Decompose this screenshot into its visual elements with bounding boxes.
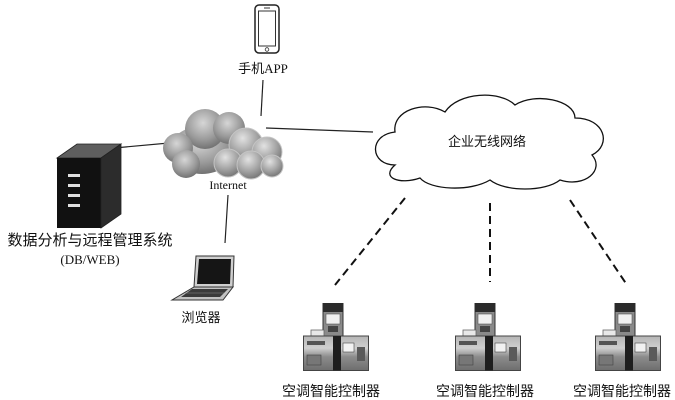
- controller-label: 空调智能控制器: [436, 384, 534, 400]
- enterprise-network-cloud-icon: [374, 94, 604, 190]
- controller-label: 空调智能控制器: [573, 384, 671, 400]
- internet-cloud-icon: [163, 109, 284, 180]
- wireless-link-controller-1: [334, 197, 406, 286]
- link-phone-internet: [260, 79, 264, 117]
- controller-icon: [595, 303, 661, 371]
- wireless-link-controller-3: [569, 199, 628, 286]
- enterprise-network-label: 企业无线网络: [448, 134, 526, 149]
- laptop-icon: [170, 255, 235, 301]
- controller-icon: [303, 303, 369, 371]
- browser-label: 浏览器: [181, 310, 220, 325]
- server-label: 数据分析与远程管理系统: [7, 232, 172, 249]
- controller-icon: [455, 303, 521, 371]
- smartphone-icon: [254, 4, 280, 54]
- link-internet-enterprise: [265, 127, 374, 133]
- controller-label: 空调智能控制器: [282, 384, 380, 400]
- internet-label: Internet: [209, 178, 247, 192]
- server-sublabel: (DB/WEB): [60, 252, 119, 267]
- link-internet-browser: [224, 194, 229, 244]
- server-icon: [55, 143, 123, 229]
- phone-label: 手机APP: [238, 61, 288, 76]
